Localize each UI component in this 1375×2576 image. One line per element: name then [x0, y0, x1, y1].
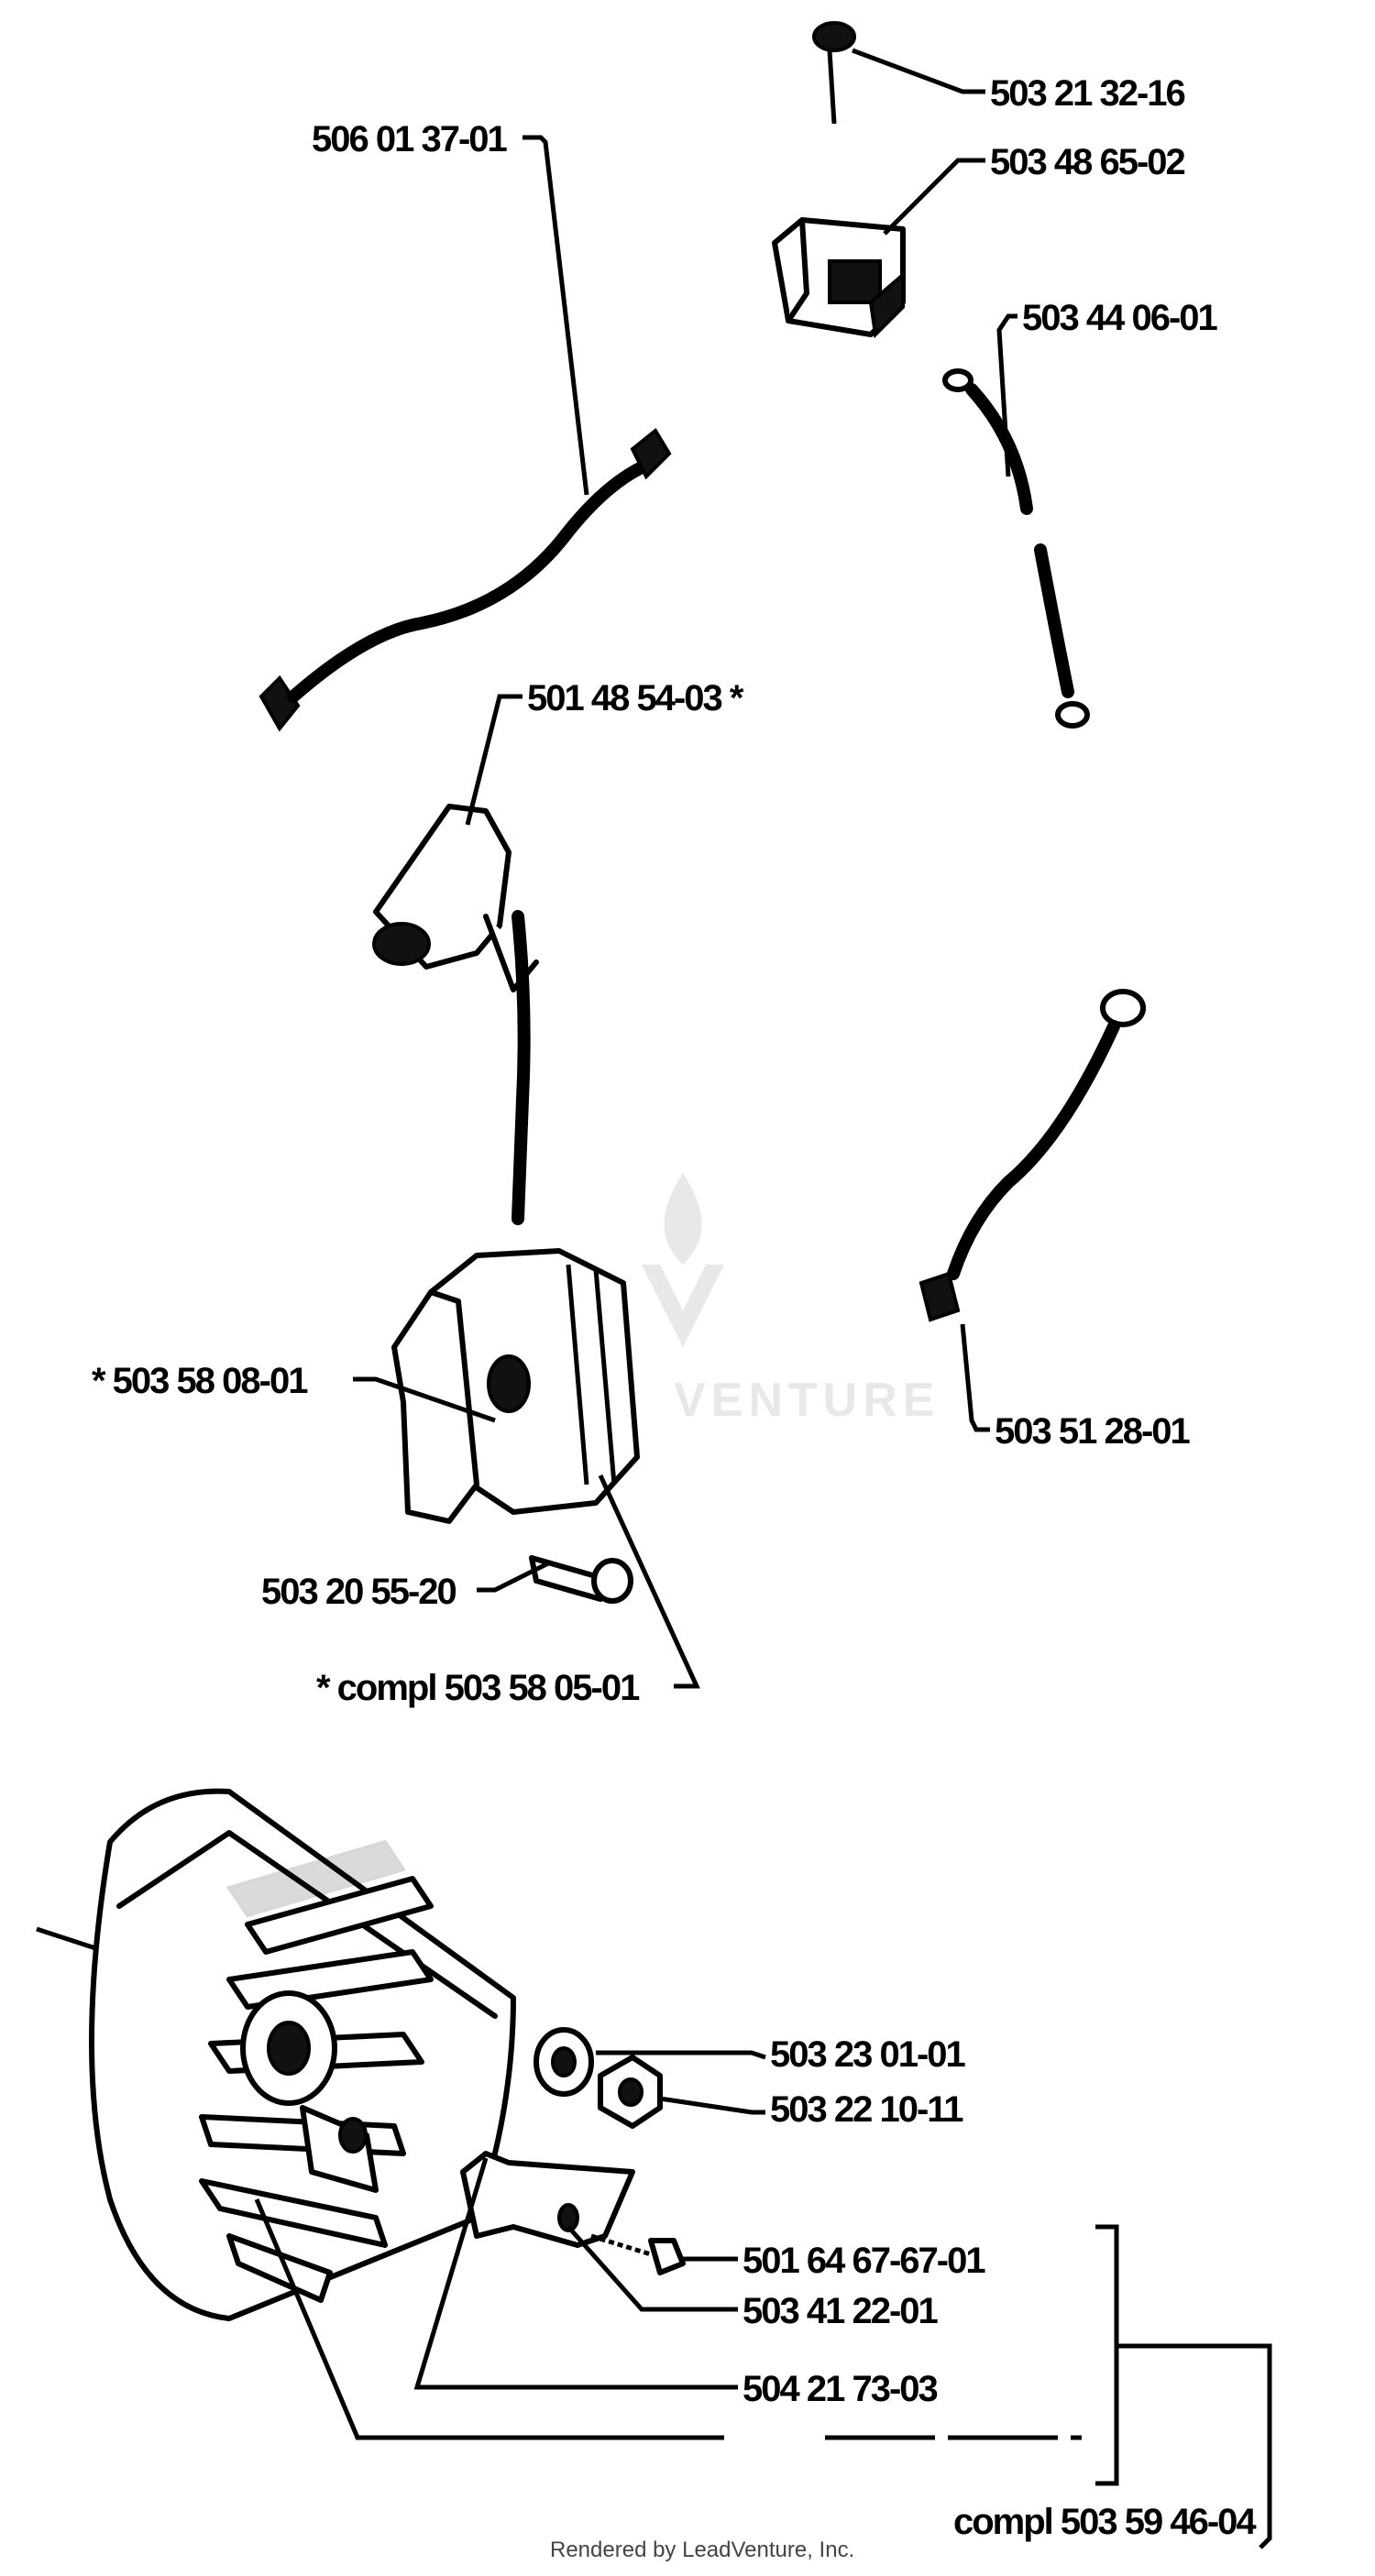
- part-labels: 503 21 32-16 503 48 65-02 506 01 37-01 5…: [92, 73, 1259, 2542]
- watermark: VENTURE: [642, 1173, 940, 1427]
- nut-part: [598, 2055, 663, 2129]
- part-label-p11: 503 22 10-11: [770, 2089, 963, 2130]
- watermark-flame-icon: [664, 1173, 702, 1265]
- watermark-text: VENTURE: [674, 1374, 940, 1427]
- stop-plate-part: [460, 2151, 635, 2248]
- part-label-p7: 503 51 28-01: [995, 1411, 1191, 1452]
- part-label-p3: 506 01 37-01: [312, 119, 508, 159]
- part-label-p12: 501 64 67-67-01: [742, 2241, 985, 2281]
- watermark-chevron-icon: [642, 1265, 724, 1347]
- ground-wire-part: [918, 989, 1146, 1322]
- part-label-p2: 503 48 65-02: [990, 142, 1185, 182]
- part-label-p15: compl 503 59 46-04: [953, 2502, 1257, 2542]
- part-label-p1: 503 21 32-16: [990, 73, 1185, 114]
- footer-credit: Rendered by LeadVenture, Inc.: [550, 2538, 854, 2562]
- part-label-p4: 503 44 06-01: [1022, 298, 1218, 338]
- part-label-p9: * compl 503 58 05-01: [316, 1668, 640, 1708]
- part-label-p8: 503 20 55-20: [261, 1572, 456, 1612]
- small-screw-part: [590, 2233, 686, 2275]
- long-wire-part: [258, 428, 672, 732]
- part-label-p13: 503 41 22-01: [742, 2291, 939, 2331]
- flywheel-part: [36, 1788, 516, 2321]
- short-wire-part: [942, 368, 1090, 729]
- part-label-p10: 503 23 01-01: [770, 2034, 966, 2075]
- coil-screw-part: [529, 1555, 633, 1604]
- washer-part: [534, 2027, 594, 2097]
- ignition-coil-part: [372, 804, 640, 1524]
- part-label-p5: 501 48 54-03 *: [527, 678, 744, 718]
- part-label-p6: * 503 58 08-01: [92, 1361, 308, 1401]
- part-label-p14: 504 21 73-03: [742, 2369, 938, 2409]
- switch-part: [772, 217, 906, 339]
- leader-lines: [254, 48, 1272, 2549]
- screw-part: [812, 21, 856, 125]
